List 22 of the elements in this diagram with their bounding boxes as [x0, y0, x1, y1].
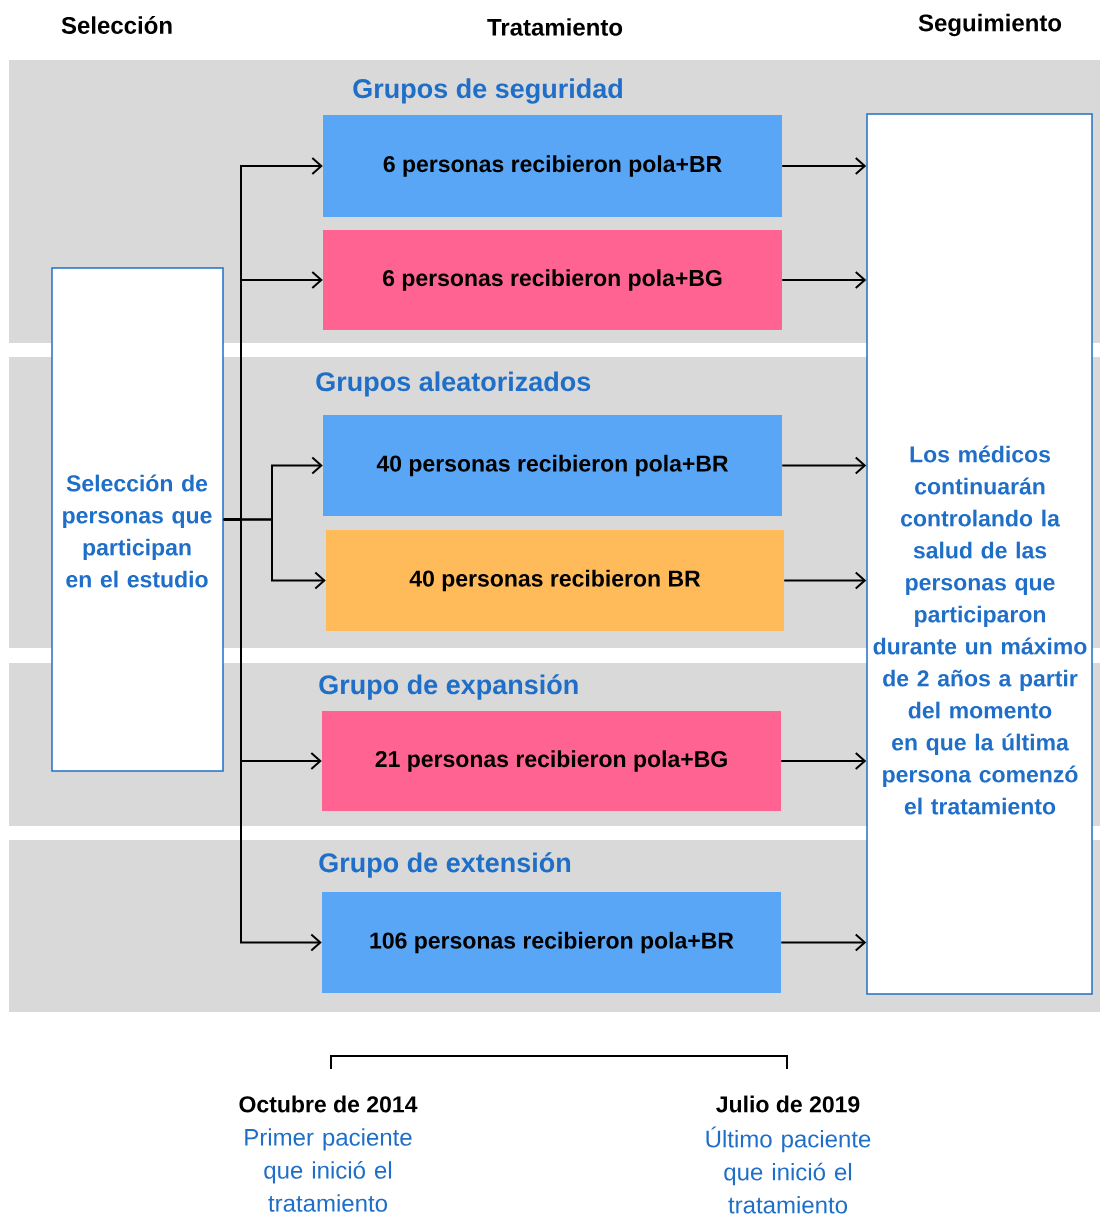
arrow: [780, 933, 867, 952]
date-label: Julio de 2019: [716, 1095, 860, 1113]
column-header: Seguimiento: [918, 13, 1062, 37]
arrow: [783, 571, 867, 590]
treatment-box: 106 personas recibieron pola+BR: [322, 892, 781, 993]
treatment-box: 40 personas recibieron BR: [326, 530, 784, 631]
note-text: Último paciente que inició el tratamiento: [706, 1126, 871, 1214]
text-box: Los médicos continuarán controlando la salud de las personas que participaron durante un máximo de 2 años a partir del momento en que la última persona comenzó el tratamiento: [866, 113, 1093, 995]
arrow: [781, 271, 867, 289]
treatment-box: 6 personas recibieron pola+BG: [323, 230, 782, 330]
arrow: [780, 752, 867, 770]
note-text: Primer paciente que inició el tratamiento: [245, 1128, 412, 1212]
column-header: Selección: [61, 16, 172, 34]
treatment-box: 6 personas recibieron pola+BR: [323, 115, 782, 217]
arrow: [781, 157, 867, 175]
arrow: [781, 456, 867, 475]
text-box: Selección de personas que participan en el estudio: [51, 267, 224, 772]
treatment-box: 40 personas recibieron pola+BR: [323, 415, 782, 516]
date-label: Octubre de 2014: [239, 1095, 418, 1113]
column-header: Tratamiento: [487, 18, 623, 36]
treatment-box: 21 personas recibieron pola+BG: [322, 711, 781, 811]
arrow: [222, 518, 322, 952]
